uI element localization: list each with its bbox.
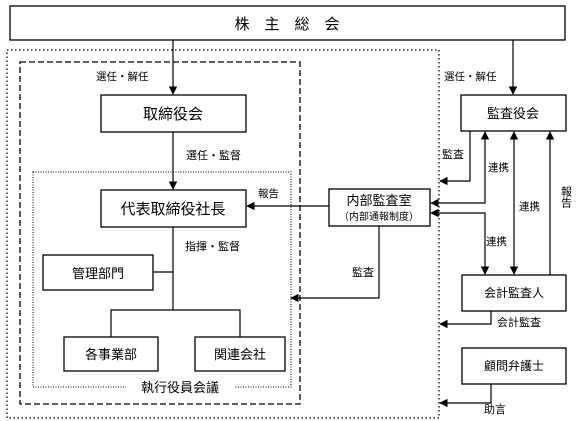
label-command-supervise: 指揮・監督 bbox=[185, 239, 240, 253]
label-cooperation-3: 連携 bbox=[486, 235, 507, 248]
accounting-auditor-label: 会計監査人 bbox=[484, 285, 544, 300]
label-report-right: 報告 bbox=[560, 186, 573, 209]
internal-audit-sublabel: （内部通報制度） bbox=[339, 210, 419, 223]
arrow-accounting-audit bbox=[439, 311, 492, 329]
label-appoint-dismiss-left: 選任・解任 bbox=[96, 70, 149, 83]
label-cooperation-1: 連携 bbox=[488, 161, 509, 174]
business-units-label: 各事業部 bbox=[85, 347, 137, 363]
president-box bbox=[100, 189, 247, 228]
board-box bbox=[100, 94, 247, 133]
board-label: 取締役会 bbox=[143, 105, 203, 123]
affiliates-label: 関連会社 bbox=[214, 347, 266, 363]
label-cooperation-2: 連携 bbox=[519, 200, 540, 213]
auditors-board-label: 監査役会 bbox=[487, 106, 539, 122]
executive-committee-label: 執行役員会議 bbox=[141, 380, 219, 396]
link-internal-accounting bbox=[430, 208, 490, 275]
label-report-left: 報告 bbox=[258, 187, 279, 200]
management-box bbox=[42, 254, 154, 291]
label-audit-to-internal: 監査 bbox=[442, 147, 464, 161]
board-boundary bbox=[19, 61, 301, 405]
label-accounting-audit: 会計監査 bbox=[497, 315, 541, 329]
link-auditors-internal bbox=[430, 131, 490, 208]
president-label: 代表取締役社長 bbox=[120, 200, 225, 218]
management-label: 管理部門 bbox=[72, 267, 124, 282]
label-appoint-dismiss-right: 選任・解任 bbox=[444, 70, 497, 83]
label-audit-from-internal: 監査 bbox=[352, 265, 374, 279]
internal-audit-label: 内部監査室 bbox=[346, 193, 411, 209]
shareholders-box bbox=[9, 5, 566, 41]
label-appoint-supervise: 選任・監督 bbox=[186, 148, 241, 162]
executive-committee-label-bg bbox=[126, 379, 234, 395]
accounting-auditor-box bbox=[461, 274, 567, 312]
legal-advisor-label: 顧問弁護士 bbox=[484, 358, 544, 373]
president-tree-branch bbox=[110, 309, 241, 337]
shareholders-label: 株 主 総 会 bbox=[234, 15, 339, 33]
label-advice: 助言 bbox=[484, 402, 506, 416]
arrow-legal-advice bbox=[439, 384, 492, 408]
legal-advisor-box bbox=[461, 347, 567, 385]
auditors-board-box bbox=[460, 94, 567, 132]
executive-committee-boundary bbox=[32, 171, 292, 388]
arrow-internal-audit-audit bbox=[290, 226, 380, 303]
